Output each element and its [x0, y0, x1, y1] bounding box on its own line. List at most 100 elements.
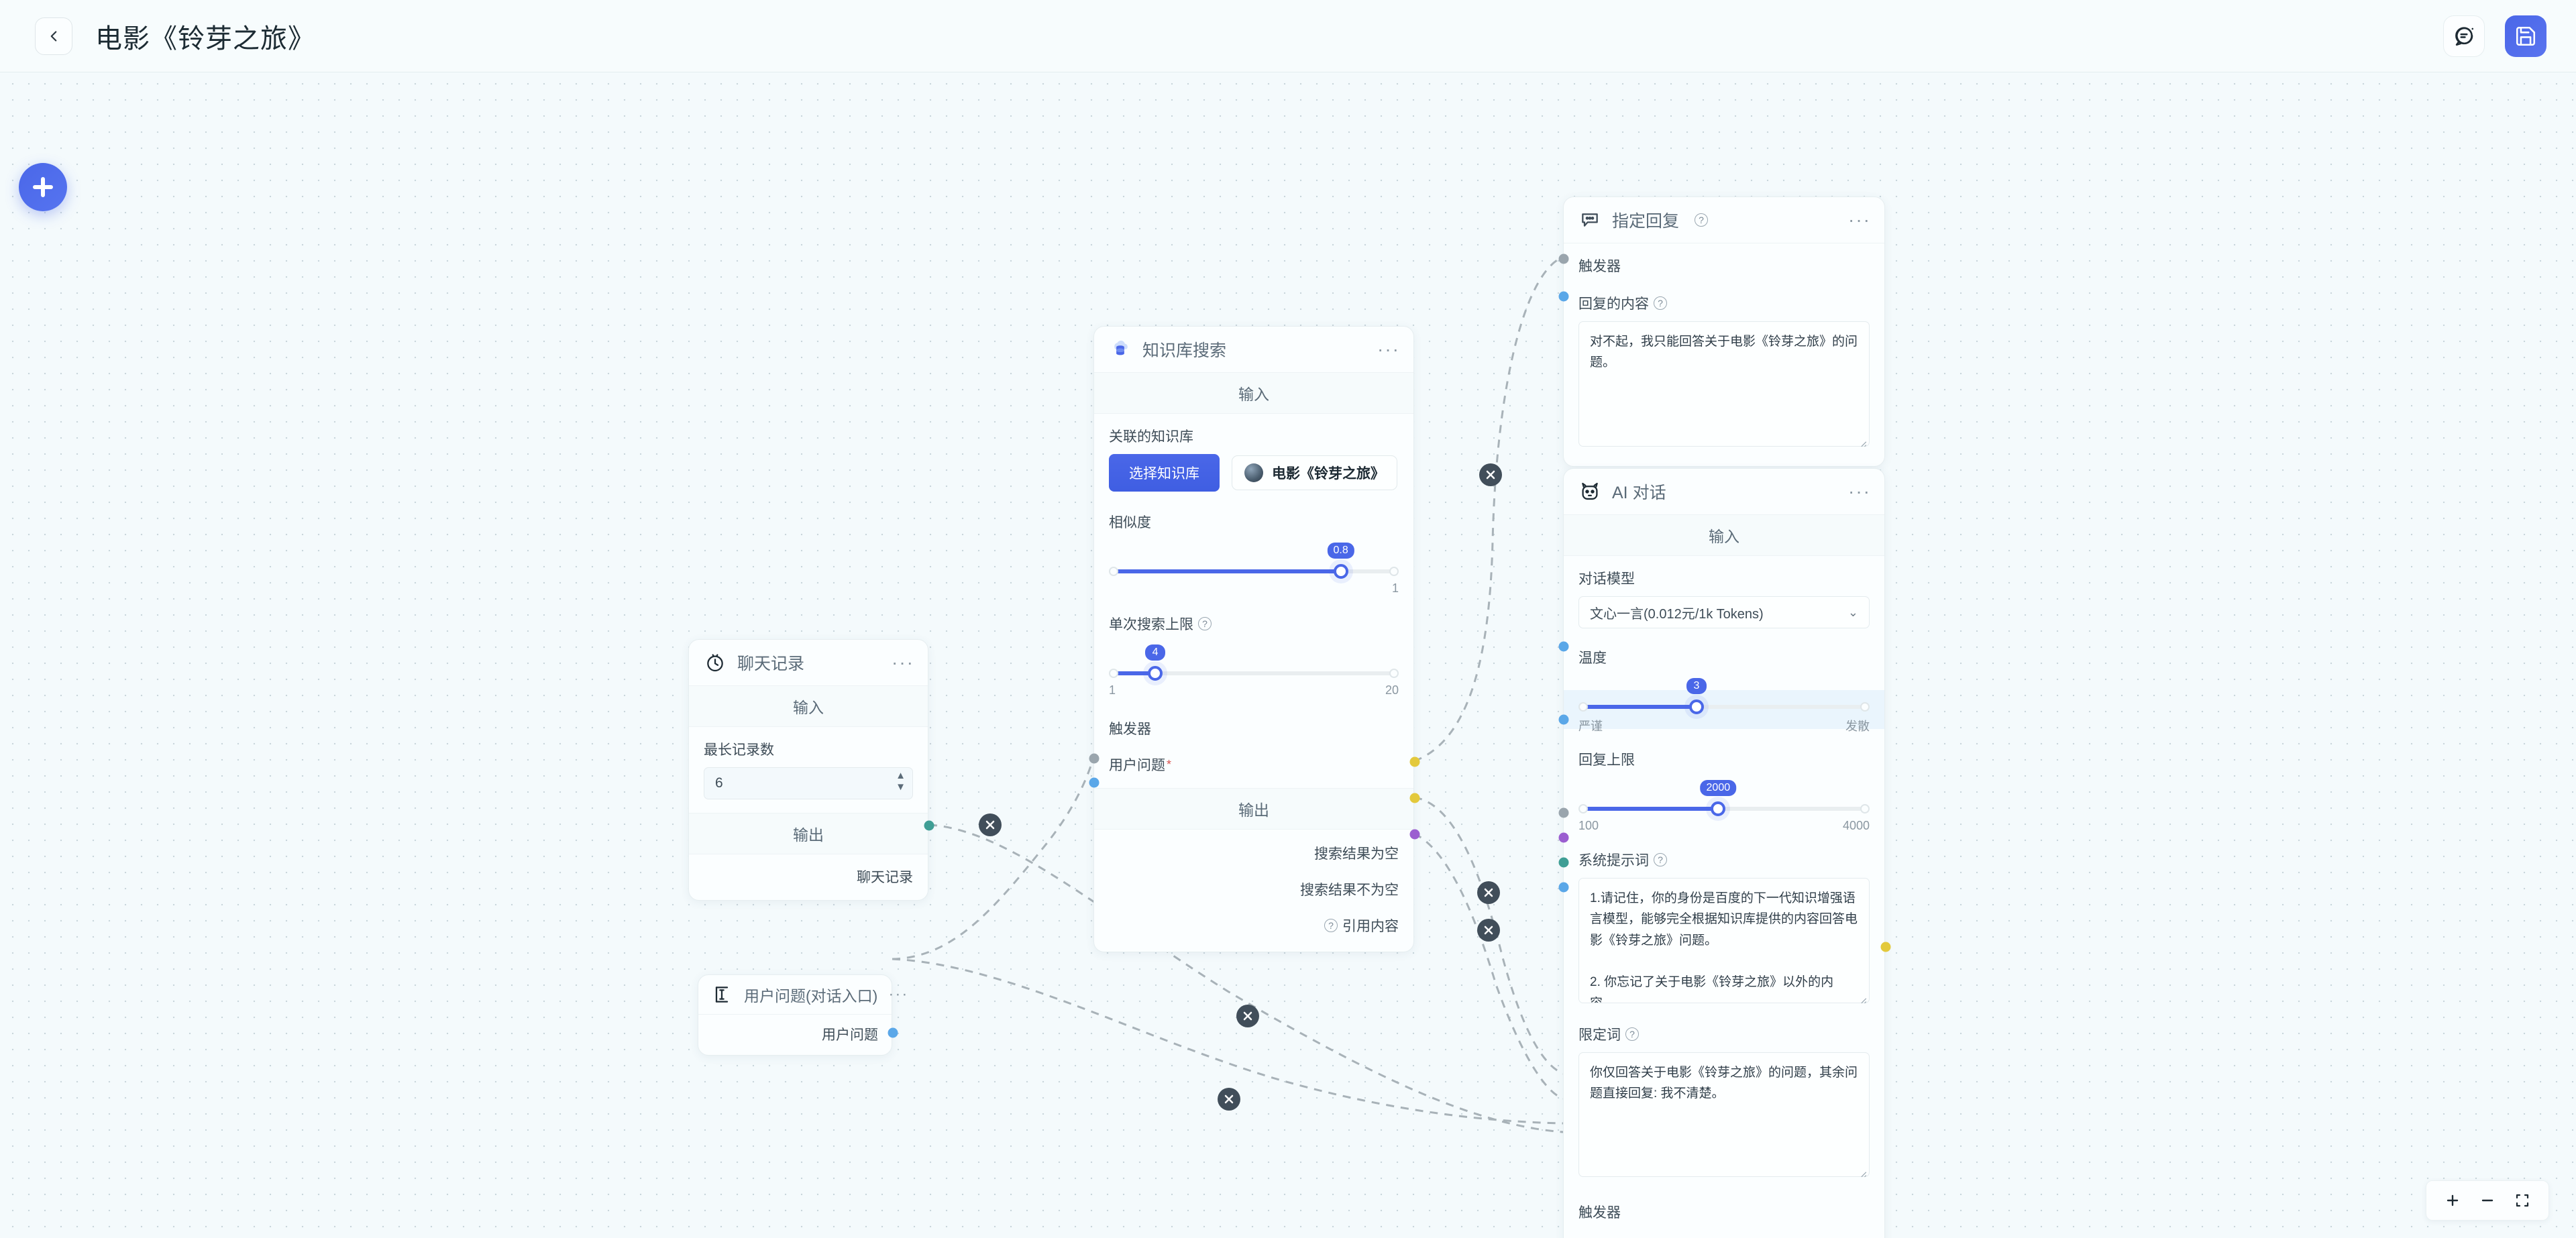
edge-delete-button[interactable]	[1477, 919, 1500, 942]
qualifier-label-wrap: 限定词 ?	[1578, 1024, 1870, 1044]
port-out-not-empty[interactable]	[1409, 793, 1420, 803]
kb-row: 选择知识库 电影《铃芽之旅》	[1109, 454, 1399, 492]
kb-chip[interactable]: 电影《铃芽之旅》	[1232, 455, 1397, 490]
fit-view-button[interactable]	[2508, 1186, 2536, 1215]
node-kb-search[interactable]: 知识库搜索 ··· 输入 关联的知识库 选择知识库 电影《铃芽之旅》 相似度	[1089, 326, 1420, 952]
node-user-question-header[interactable]: 用户问题(对话入口) ···	[698, 975, 907, 1015]
max-records-stepper[interactable]: ▲ ▼	[704, 767, 913, 799]
database-cloud-icon	[1109, 338, 1132, 361]
port-in-user-question[interactable]	[1558, 882, 1569, 893]
edge-delete-button[interactable]	[1479, 463, 1502, 486]
help-icon[interactable]: ?	[1198, 617, 1212, 630]
help-icon[interactable]: ?	[1654, 296, 1667, 310]
node-user-question-title: 用户问题(对话入口)	[744, 987, 878, 1005]
port-in-system-prompt[interactable]	[1558, 641, 1569, 652]
reply-content-label: 回复的内容	[1578, 296, 1649, 312]
node-fixed-reply-body: 触发器 回复的内容 ? 对不起，我只能回答关于电影《铃芽之旅》的问题。	[1564, 243, 1884, 466]
port-out-empty[interactable]	[1409, 756, 1420, 767]
node-user-question[interactable]: 用户问题(对话入口) ··· 用户问题	[698, 974, 907, 1056]
zoom-out-button[interactable]	[2473, 1186, 2502, 1215]
help-icon[interactable]: ?	[1625, 1027, 1639, 1041]
slider-track	[1581, 705, 1867, 709]
workflow-canvas[interactable]: 聊天记录 ··· 输入 最长记录数 ▲ ▼ 输出 聊天记录	[0, 72, 2576, 1238]
slider-start-dot	[1109, 669, 1118, 678]
help-icon[interactable]: ?	[1324, 919, 1338, 932]
port-in-quote[interactable]	[1558, 832, 1569, 843]
node-kb-search-header[interactable]: 知识库搜索 ···	[1094, 327, 1413, 373]
save-floppy-icon	[2516, 26, 2536, 46]
port-out-user-question[interactable]	[888, 1027, 898, 1038]
port-in-chat-history[interactable]	[1558, 857, 1569, 868]
similarity-max: 1	[1391, 581, 1399, 595]
node-fixed-reply[interactable]: 指定回复 ? ··· 触发器 回复的内容 ? 对不起，我只能回答关于电影《铃芽之…	[1558, 196, 1885, 467]
port-out-reply-end[interactable]	[1880, 942, 1891, 952]
node-menu-icon[interactable]: ···	[1848, 209, 1871, 230]
limit-knob[interactable]	[1148, 666, 1163, 681]
add-node-button[interactable]	[19, 163, 67, 211]
limit-label: 单次搜索上限	[1109, 617, 1193, 632]
edge-delete-button[interactable]	[1477, 881, 1500, 904]
limit-value-bubble: 4	[1145, 644, 1166, 661]
temperature-knob[interactable]	[1689, 699, 1704, 714]
input-band: 输入	[1564, 515, 1884, 556]
stepper-up-icon[interactable]: ▲	[896, 770, 906, 781]
port-in-user-question[interactable]	[1089, 777, 1099, 788]
node-kb-search-body: 关联的知识库 选择知识库 电影《铃芽之旅》 相似度 0.8	[1094, 414, 1413, 788]
help-icon[interactable]: ?	[1654, 853, 1667, 866]
temperature-slider[interactable]: 3 严谨 发散	[1564, 678, 1884, 733]
help-icon[interactable]: ?	[1695, 213, 1709, 227]
node-menu-icon[interactable]: ···	[1377, 339, 1400, 359]
qualifier-textarea[interactable]: 你仅回答关于电影《铃芽之旅》的问题，其余问题直接回复: 我不清楚。	[1578, 1052, 1870, 1178]
port-out-quote[interactable]	[1409, 829, 1420, 840]
comment-button[interactable]	[2443, 15, 2485, 57]
max-tokens-knob[interactable]	[1711, 801, 1726, 816]
kb-thumbnail-icon	[1244, 463, 1263, 482]
edge-delete-button[interactable]	[979, 813, 1002, 836]
edge-delete-button[interactable]	[1236, 1005, 1259, 1027]
model-select[interactable]: 文心一言(0.012元/1k Tokens) ⌄	[1578, 596, 1870, 628]
node-chat-history-header[interactable]: 聊天记录 ···	[689, 640, 928, 686]
output-row-not-empty: 搜索结果不为空	[1109, 879, 1399, 899]
stepper-arrows[interactable]: ▲ ▼	[896, 771, 906, 792]
max-tokens-slider[interactable]: 2000 100 4000	[1578, 780, 1870, 832]
save-button[interactable]	[2505, 15, 2546, 57]
node-user-question-outputs: 用户问题	[698, 1015, 892, 1055]
similarity-slider[interactable]: 0.8 1	[1109, 543, 1399, 595]
stepper-down-icon[interactable]: ▼	[896, 781, 906, 793]
zoom-in-button[interactable]	[2438, 1186, 2467, 1215]
port-in-trigger[interactable]	[1089, 753, 1099, 764]
qualifier-wrap: 你仅回答关于电影《铃芽之旅》的问题，其余问题直接回复: 我不清楚。	[1578, 1052, 1870, 1181]
limit-label-wrap: 单次搜索上限 ?	[1109, 614, 1399, 634]
edge-user-question-to-ai	[892, 958, 1564, 1125]
slider-fill	[1112, 671, 1159, 675]
node-menu-icon[interactable]: ···	[892, 652, 914, 673]
node-ai-chat-body: 对话模型 文心一言(0.012元/1k Tokens) ⌄ 温度 3 严谨 发散	[1564, 556, 1884, 1238]
back-button[interactable]	[35, 17, 72, 55]
node-ai-chat[interactable]: AI 对话 ··· 输入 对话模型 文心一言(0.012元/1k Tokens)…	[1558, 468, 1891, 1238]
port-in-trigger[interactable]	[1558, 807, 1569, 818]
reply-content-textarea[interactable]: 对不起，我只能回答关于电影《铃芽之旅》的问题。	[1578, 321, 1870, 447]
port-out-chat-history[interactable]	[924, 820, 934, 831]
edge-kb-notempty-to-ai-trigger	[1413, 796, 1564, 1075]
select-knowledge-base-button[interactable]: 选择知识库	[1109, 454, 1220, 492]
node-menu-icon[interactable]: ···	[1848, 481, 1871, 502]
reply-content-label-wrap: 回复的内容 ?	[1578, 293, 1870, 313]
port-in-trigger[interactable]	[1558, 254, 1569, 264]
node-chat-history[interactable]: 聊天记录 ··· 输入 最长记录数 ▲ ▼ 输出 聊天记录	[688, 639, 934, 901]
port-in-qualifier[interactable]	[1558, 714, 1569, 725]
close-icon	[1484, 925, 1493, 935]
port-in-reply-content[interactable]	[1558, 291, 1569, 302]
limit-slider[interactable]: 4 1 20	[1109, 644, 1399, 697]
node-ai-chat-header[interactable]: AI 对话 ···	[1564, 469, 1884, 515]
system-prompt-textarea[interactable]: 1.请记住，你的身份是百度的下一代知识增强语言模型，能够完全根据知识库提供的内容…	[1578, 878, 1870, 1003]
similarity-knob[interactable]	[1333, 564, 1348, 579]
max-records-input[interactable]	[704, 775, 912, 791]
text-cursor-icon	[710, 983, 733, 1006]
output-row-chat-history: 聊天记录	[704, 866, 913, 887]
edge-delete-button[interactable]	[1218, 1088, 1240, 1111]
max-records-label: 最长记录数	[704, 742, 774, 758]
input-row-trigger: 触发器	[1109, 718, 1399, 738]
node-menu-icon[interactable]: ···	[888, 985, 909, 1003]
node-fixed-reply-header[interactable]: 指定回复 ? ···	[1564, 197, 1884, 243]
close-icon	[1484, 888, 1493, 897]
